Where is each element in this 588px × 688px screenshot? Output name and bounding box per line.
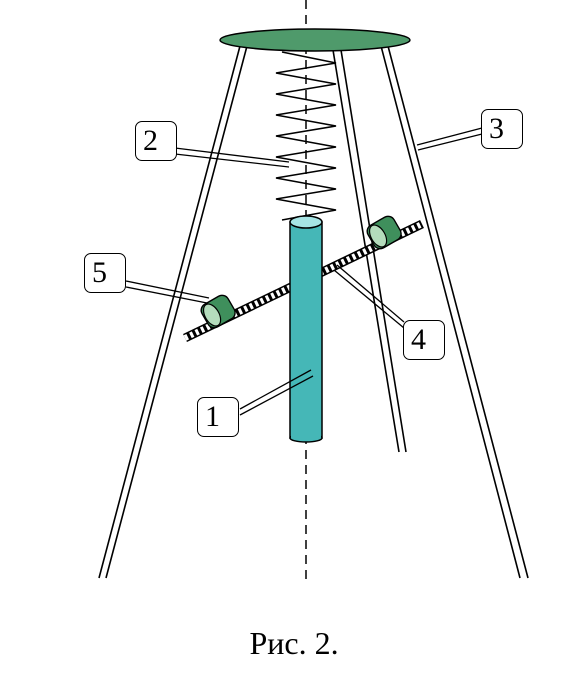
rod — [289, 215, 323, 443]
spring — [275, 51, 337, 221]
label-weight: 5 — [84, 253, 126, 293]
right-weight — [366, 215, 402, 250]
label-spring: 2 — [135, 121, 177, 161]
left-weight — [200, 294, 236, 329]
top-plate — [219, 28, 411, 52]
label-threaded-bar: 4 — [403, 320, 445, 360]
left-leg — [98, 45, 248, 579]
label-frame-leg: 3 — [481, 109, 523, 149]
figure-caption: Рис. 2. — [249, 625, 339, 661]
right-leg — [380, 45, 529, 579]
label-rod: 1 — [197, 397, 239, 437]
leader-lines — [125, 127, 483, 416]
